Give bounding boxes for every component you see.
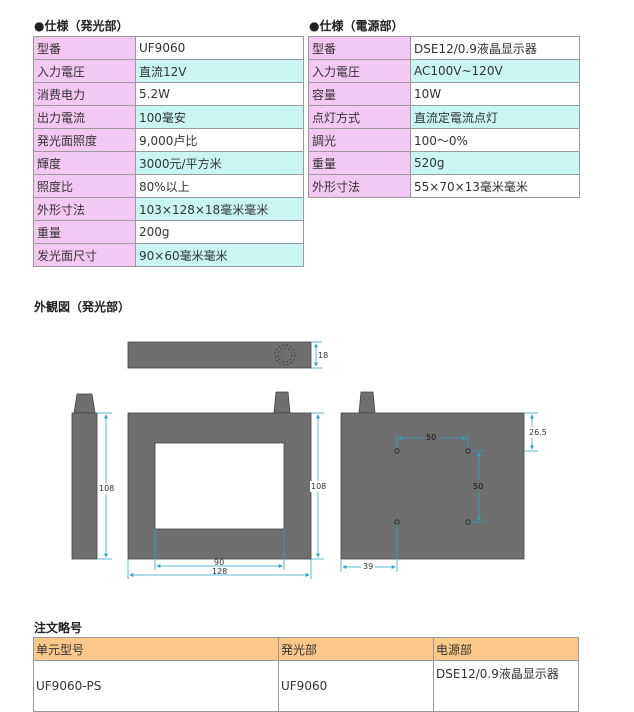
rear-view: 50 50 26.5 39 bbox=[340, 391, 549, 572]
spec-key: 外形寸法 bbox=[308, 174, 411, 198]
spec-value: 200g bbox=[135, 220, 304, 244]
spec-value: AC100V~120V bbox=[410, 59, 580, 83]
spec-key: 外形寸法 bbox=[33, 197, 136, 221]
spec-row: 点灯方式直流定電流点灯 bbox=[308, 105, 580, 129]
mount-hole bbox=[465, 448, 471, 454]
mount-hole bbox=[394, 448, 400, 454]
spec-value: 直流12V bbox=[135, 59, 304, 83]
spec-key: 照度比 bbox=[33, 174, 136, 198]
order-title: 注文略号 bbox=[34, 621, 83, 635]
power-spec-title: ●仕様（電源部） bbox=[309, 19, 404, 33]
spec-key: 型番 bbox=[33, 36, 136, 60]
spec-key: 出力電流 bbox=[33, 105, 136, 129]
dim-top-thickness: 18 bbox=[318, 351, 328, 360]
spec-value: 55×70×13毫米毫米 bbox=[410, 174, 580, 198]
dim-hole-spacing-v: 50 bbox=[473, 482, 483, 491]
spec-key: 重量 bbox=[33, 220, 136, 244]
order-table: 单元型号 発光部 电源部 UF9060-PS UF9060 DSE12/0.9液… bbox=[33, 637, 579, 712]
dim-top-offset: 26.5 bbox=[529, 428, 547, 437]
dim-total-width: 128 bbox=[212, 567, 227, 576]
order-power-model: DSE12/0.9液晶显示器 bbox=[433, 660, 579, 712]
mount-hole bbox=[465, 519, 471, 525]
spec-key: 型番 bbox=[308, 36, 411, 60]
front-view: 108 90 128 bbox=[127, 391, 327, 579]
order-header-unit: 单元型号 bbox=[33, 637, 279, 661]
spec-value: 80%以上 bbox=[135, 174, 304, 198]
spec-key: 調光 bbox=[308, 128, 411, 152]
spec-key: 点灯方式 bbox=[308, 105, 411, 129]
order-light-model: UF9060 bbox=[278, 660, 434, 712]
top-view: 18 bbox=[127, 341, 328, 369]
spec-key: 发光面尺寸 bbox=[33, 243, 136, 267]
order-header-power: 电源部 bbox=[433, 637, 579, 661]
light-spec-title: ●仕様（発光部） bbox=[34, 19, 129, 33]
emitting-window bbox=[154, 442, 285, 530]
spec-value: 103×128×18毫米毫米 bbox=[135, 197, 304, 221]
spec-key: 輝度 bbox=[33, 151, 136, 175]
spec-value: DSE12/0.9液晶显示器 bbox=[410, 36, 580, 60]
spec-value: 90×60毫米毫米 bbox=[135, 243, 304, 267]
spec-value: 10W bbox=[410, 82, 580, 106]
drawing-title: 外観図（発光部） bbox=[34, 300, 131, 314]
spec-value: 100毫安 bbox=[135, 105, 304, 129]
spec-value: 3000元/平方米 bbox=[135, 151, 304, 175]
dim-side-height: 108 bbox=[99, 484, 114, 493]
order-header-row: 单元型号 発光部 电源部 bbox=[33, 637, 579, 661]
spec-value: 5.2W bbox=[135, 82, 304, 106]
spec-key: 重量 bbox=[308, 151, 411, 175]
spec-row: 入力電圧直流12V bbox=[33, 59, 304, 83]
spec-key: 容量 bbox=[308, 82, 411, 106]
dim-left-offset: 39 bbox=[363, 562, 373, 571]
knob-circle bbox=[274, 344, 296, 366]
spec-value: 100～0% bbox=[410, 128, 580, 152]
spec-key: 消费电力 bbox=[33, 82, 136, 106]
outline-drawing: 18 108 108 90 128 bbox=[71, 341, 549, 579]
spec-value: 520g bbox=[410, 151, 580, 175]
dim-hole-spacing-h: 50 bbox=[426, 433, 436, 442]
spec-value: UF9060 bbox=[135, 36, 304, 60]
order-unit-model: UF9060-PS bbox=[33, 660, 279, 712]
spec-key: 入力電圧 bbox=[308, 59, 411, 83]
spec-value: 直流定電流点灯 bbox=[410, 105, 580, 129]
dim-window-width: 90 bbox=[214, 558, 224, 567]
spec-key: 発光面照度 bbox=[33, 128, 136, 152]
dim-front-height: 108 bbox=[311, 482, 326, 491]
order-header-light: 発光部 bbox=[278, 637, 434, 661]
order-row: UF9060-PS UF9060 DSE12/0.9液晶显示器 bbox=[33, 660, 579, 712]
spec-key: 入力電圧 bbox=[33, 59, 136, 83]
side-view: 108 bbox=[71, 393, 115, 560]
spec-value: 9,000卢比 bbox=[135, 128, 304, 152]
